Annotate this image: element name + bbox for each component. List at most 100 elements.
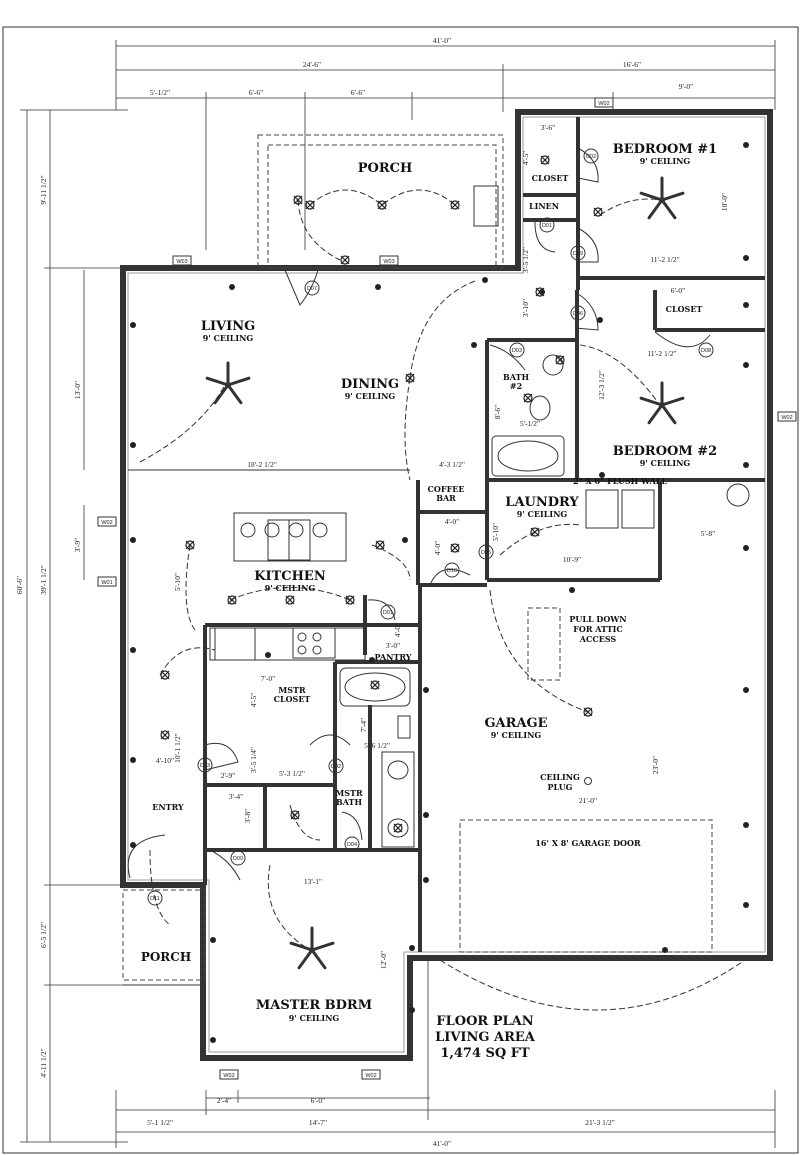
outlet-icon bbox=[265, 652, 271, 658]
outlet-icon bbox=[229, 284, 235, 290]
label-closet2: CLOSET bbox=[666, 304, 703, 314]
dim-overall-top: 41'-0" bbox=[433, 36, 451, 45]
tag-d07: D07 bbox=[307, 286, 317, 292]
dim-win-h: 3'-9" bbox=[73, 538, 82, 552]
label-coffee-bar-b: BAR bbox=[436, 493, 456, 503]
outlet-icon bbox=[599, 472, 605, 478]
dim-bed2-w: 11'-2 1/2" bbox=[647, 349, 676, 358]
label-living: LIVING bbox=[201, 319, 255, 334]
tag-d01b: D01 bbox=[383, 610, 393, 616]
label-entry: ENTRY bbox=[152, 802, 184, 812]
tag-w02a: W02 bbox=[598, 101, 609, 107]
light-fixture-icon bbox=[285, 595, 295, 605]
dim-mbath-w: 5'-3 1/2" bbox=[279, 769, 305, 778]
dim-bath2-h: 8'-6" bbox=[493, 405, 502, 419]
note-ceiling-plug-b: PLUG bbox=[547, 782, 572, 792]
outlet-icon bbox=[743, 687, 749, 693]
note-garage-door: 16' X 8' GARAGE DOOR bbox=[535, 838, 641, 848]
dim-mcloset-h: 4'-5" bbox=[249, 693, 258, 707]
light-fixture-icon bbox=[375, 540, 385, 550]
outlet-icon bbox=[130, 537, 136, 543]
label-bath2b: #2 bbox=[510, 381, 522, 391]
light-fixture-icon bbox=[160, 670, 170, 680]
dim-mbath-h: 7'-4" bbox=[359, 718, 368, 732]
outlet-icon bbox=[743, 255, 749, 261]
dim-bottom-win-a: 2'-4" bbox=[217, 1096, 231, 1105]
light-fixture-icon bbox=[523, 393, 533, 403]
light-fixture-icon bbox=[530, 527, 540, 537]
tag-w03b: W03 bbox=[383, 259, 394, 265]
attic-access bbox=[527, 607, 561, 681]
light-fixture-icon bbox=[540, 155, 550, 165]
dim-entry-w: 4'-10" bbox=[156, 756, 174, 765]
dim-living-h: 13'-0" bbox=[73, 381, 82, 399]
light-fixture-icon bbox=[370, 680, 380, 690]
outlet-icon bbox=[130, 322, 136, 328]
tag-d01a: D01 bbox=[542, 223, 552, 229]
outlet-icon bbox=[423, 877, 429, 883]
label-pantry: PANTRY bbox=[374, 652, 411, 662]
outlet-icon bbox=[482, 277, 488, 283]
label-laundry: LAUNDRY bbox=[505, 495, 579, 510]
dim-pantry-h: 4'-0" bbox=[393, 623, 402, 637]
note-attic-c: ACCESS bbox=[579, 634, 617, 644]
tag-d02a: D02 bbox=[586, 154, 596, 160]
light-fixture-icon bbox=[450, 200, 460, 210]
dim-seg1: 5'-1/2" bbox=[150, 88, 170, 97]
dim-coffee-h: 4'-0" bbox=[433, 541, 442, 555]
note-attic-b: FOR ATTIC bbox=[573, 624, 623, 634]
dim-wc2-w: 3'-4" bbox=[229, 792, 243, 801]
ceiling-lights bbox=[160, 155, 603, 833]
ceiling-fan-icon bbox=[639, 176, 685, 220]
ceiling-plug-symbol bbox=[584, 777, 592, 785]
tag-d11: D11 bbox=[150, 896, 160, 902]
dim-entry-h: 10'-1 1/2" bbox=[173, 733, 182, 763]
label-master-bdrm: MASTER BDRM bbox=[256, 998, 372, 1013]
tag-d10: D10 bbox=[447, 568, 457, 574]
bath2-fixtures bbox=[491, 354, 565, 477]
outlet-icon bbox=[743, 362, 749, 368]
outlet-icon bbox=[130, 442, 136, 448]
label-bedroom1-ceiling: 9' CEILING bbox=[640, 156, 691, 166]
dim-bed1-depth: 10'-0" bbox=[720, 193, 729, 211]
label-mstr-bath-b: BATH bbox=[336, 797, 362, 807]
dim-right-wing: 16'-6" bbox=[623, 60, 641, 69]
light-fixture-icon bbox=[535, 287, 545, 297]
dim-living-w: 18'-2 1/2" bbox=[247, 460, 277, 469]
title-block: FLOOR PLAN LIVING AREA 1,474 SQ FT bbox=[435, 1014, 536, 1061]
dim-closet1-w: 3'-6" bbox=[541, 123, 555, 132]
tag-w02c: W02 bbox=[101, 520, 112, 526]
outlet-icon bbox=[369, 657, 375, 663]
light-fixture-icon bbox=[593, 207, 603, 217]
room-labels: PORCH BEDROOM #1 9' CEILING CLOSET LINEN… bbox=[141, 142, 717, 1023]
interior-walls bbox=[128, 117, 765, 952]
dim-bottom-win-b: 6'-0" bbox=[311, 1096, 325, 1105]
sheet-border bbox=[2, 26, 799, 1154]
dim-laundry-side: 5'-8" bbox=[701, 529, 715, 538]
dim-closet2-w: 6'-0" bbox=[671, 286, 685, 295]
dim-hall-a: 3'-5 1/2" bbox=[521, 247, 530, 273]
light-fixture-icon bbox=[393, 823, 403, 833]
dim-mbath-w2: 5'-6 1/2" bbox=[364, 741, 390, 750]
tag-d08: D08 bbox=[701, 348, 711, 354]
note-ceiling-plug-a: CEILING bbox=[540, 772, 580, 782]
outlet-icon bbox=[375, 284, 381, 290]
tag-d09a: D09 bbox=[573, 251, 583, 257]
label-garage: GARAGE bbox=[484, 716, 547, 731]
outlet-icon bbox=[210, 1037, 216, 1043]
label-coffee-bar-a: COFFEE bbox=[428, 484, 465, 494]
dim-bed2-h: 12'-3 1/2" bbox=[597, 370, 606, 400]
tag-d03: D03 bbox=[512, 348, 522, 354]
water-heater bbox=[726, 483, 750, 507]
dim-bed1-w: 11'-2 1/2" bbox=[650, 255, 679, 264]
outlet-icon bbox=[402, 537, 408, 543]
light-fixture-icon bbox=[583, 707, 593, 717]
label-bedroom2: BEDROOM #2 bbox=[613, 444, 717, 459]
garage-door-swing bbox=[439, 959, 746, 1011]
light-fixture-icon bbox=[290, 810, 300, 820]
label-laundry-ceiling: 9' CEILING bbox=[517, 509, 568, 519]
ceiling-fan-icon bbox=[205, 361, 251, 405]
label-mstr-bath-a: MSTR bbox=[335, 788, 363, 798]
front-porch bbox=[257, 134, 504, 269]
